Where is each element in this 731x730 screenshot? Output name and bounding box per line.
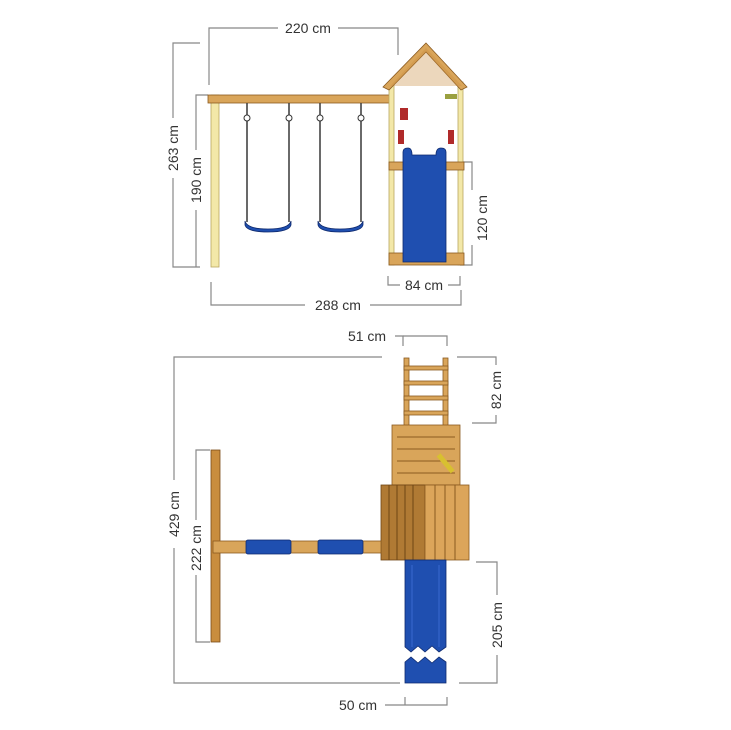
dimension-263: 263 cm [165, 42, 200, 268]
dim-label-total-length: 429 cm [166, 491, 182, 537]
dimension-120: 120 cm [460, 161, 490, 266]
swing-beam [207, 94, 393, 104]
slide [404, 559, 447, 684]
front-view: 220 cm 263 cm 190 cm 120 cm 84 cm 288 cm [165, 20, 490, 313]
dim-label-swing-frame-width: 222 cm [188, 525, 204, 571]
handle-right [448, 130, 454, 144]
tower-post-right [457, 81, 464, 266]
dimension-205: 205 cm [459, 561, 505, 684]
dimension-50: 50 cm [339, 697, 448, 713]
dim-label-swing-beam-width: 220 cm [285, 20, 331, 36]
dim-label-total-height: 263 cm [165, 125, 181, 171]
tower-roof [382, 42, 468, 91]
dimension-82: 82 cm [457, 356, 504, 424]
dim-label-slide-width: 50 cm [339, 697, 377, 713]
dim-label-tower-width: 84 cm [405, 277, 443, 293]
swing-seat-1 [245, 539, 292, 555]
swing-seat-2 [317, 539, 364, 555]
dimension-51: 51 cm [348, 328, 448, 346]
dimension-288: 288 cm [210, 282, 462, 313]
top-view: 51 cm 429 cm 82 cm 222 cm 205 cm 50 cm [166, 328, 505, 713]
tower-roof-top [380, 484, 470, 561]
dim-label-swing-height: 190 cm [188, 157, 204, 203]
dimension-220: 220 cm [208, 20, 399, 85]
dimension-190: 190 cm [188, 94, 208, 267]
dim-label-total-width: 288 cm [315, 297, 361, 313]
swing-seat-2 [317, 220, 364, 233]
swing-seat-1 [244, 220, 292, 233]
swing-post [210, 94, 220, 268]
dimension-429: 429 cm [166, 356, 400, 684]
swing-chains [243, 103, 365, 222]
dim-label-platform-height: 120 cm [474, 195, 490, 241]
telescope [436, 453, 455, 474]
dim-label-ladder-length: 82 cm [488, 371, 504, 409]
dim-label-slide-length: 205 cm [489, 602, 505, 648]
ladder [403, 357, 449, 427]
slide [402, 147, 447, 263]
tower-post-left [388, 81, 395, 266]
dimension-222: 222 cm [188, 449, 210, 643]
dim-label-ladder-width: 51 cm [348, 328, 386, 344]
telescope [445, 94, 457, 99]
steering-wheel [400, 108, 408, 120]
tower-deck [391, 424, 461, 486]
dimension-84: 84 cm [387, 276, 461, 293]
handle-left [398, 130, 404, 144]
